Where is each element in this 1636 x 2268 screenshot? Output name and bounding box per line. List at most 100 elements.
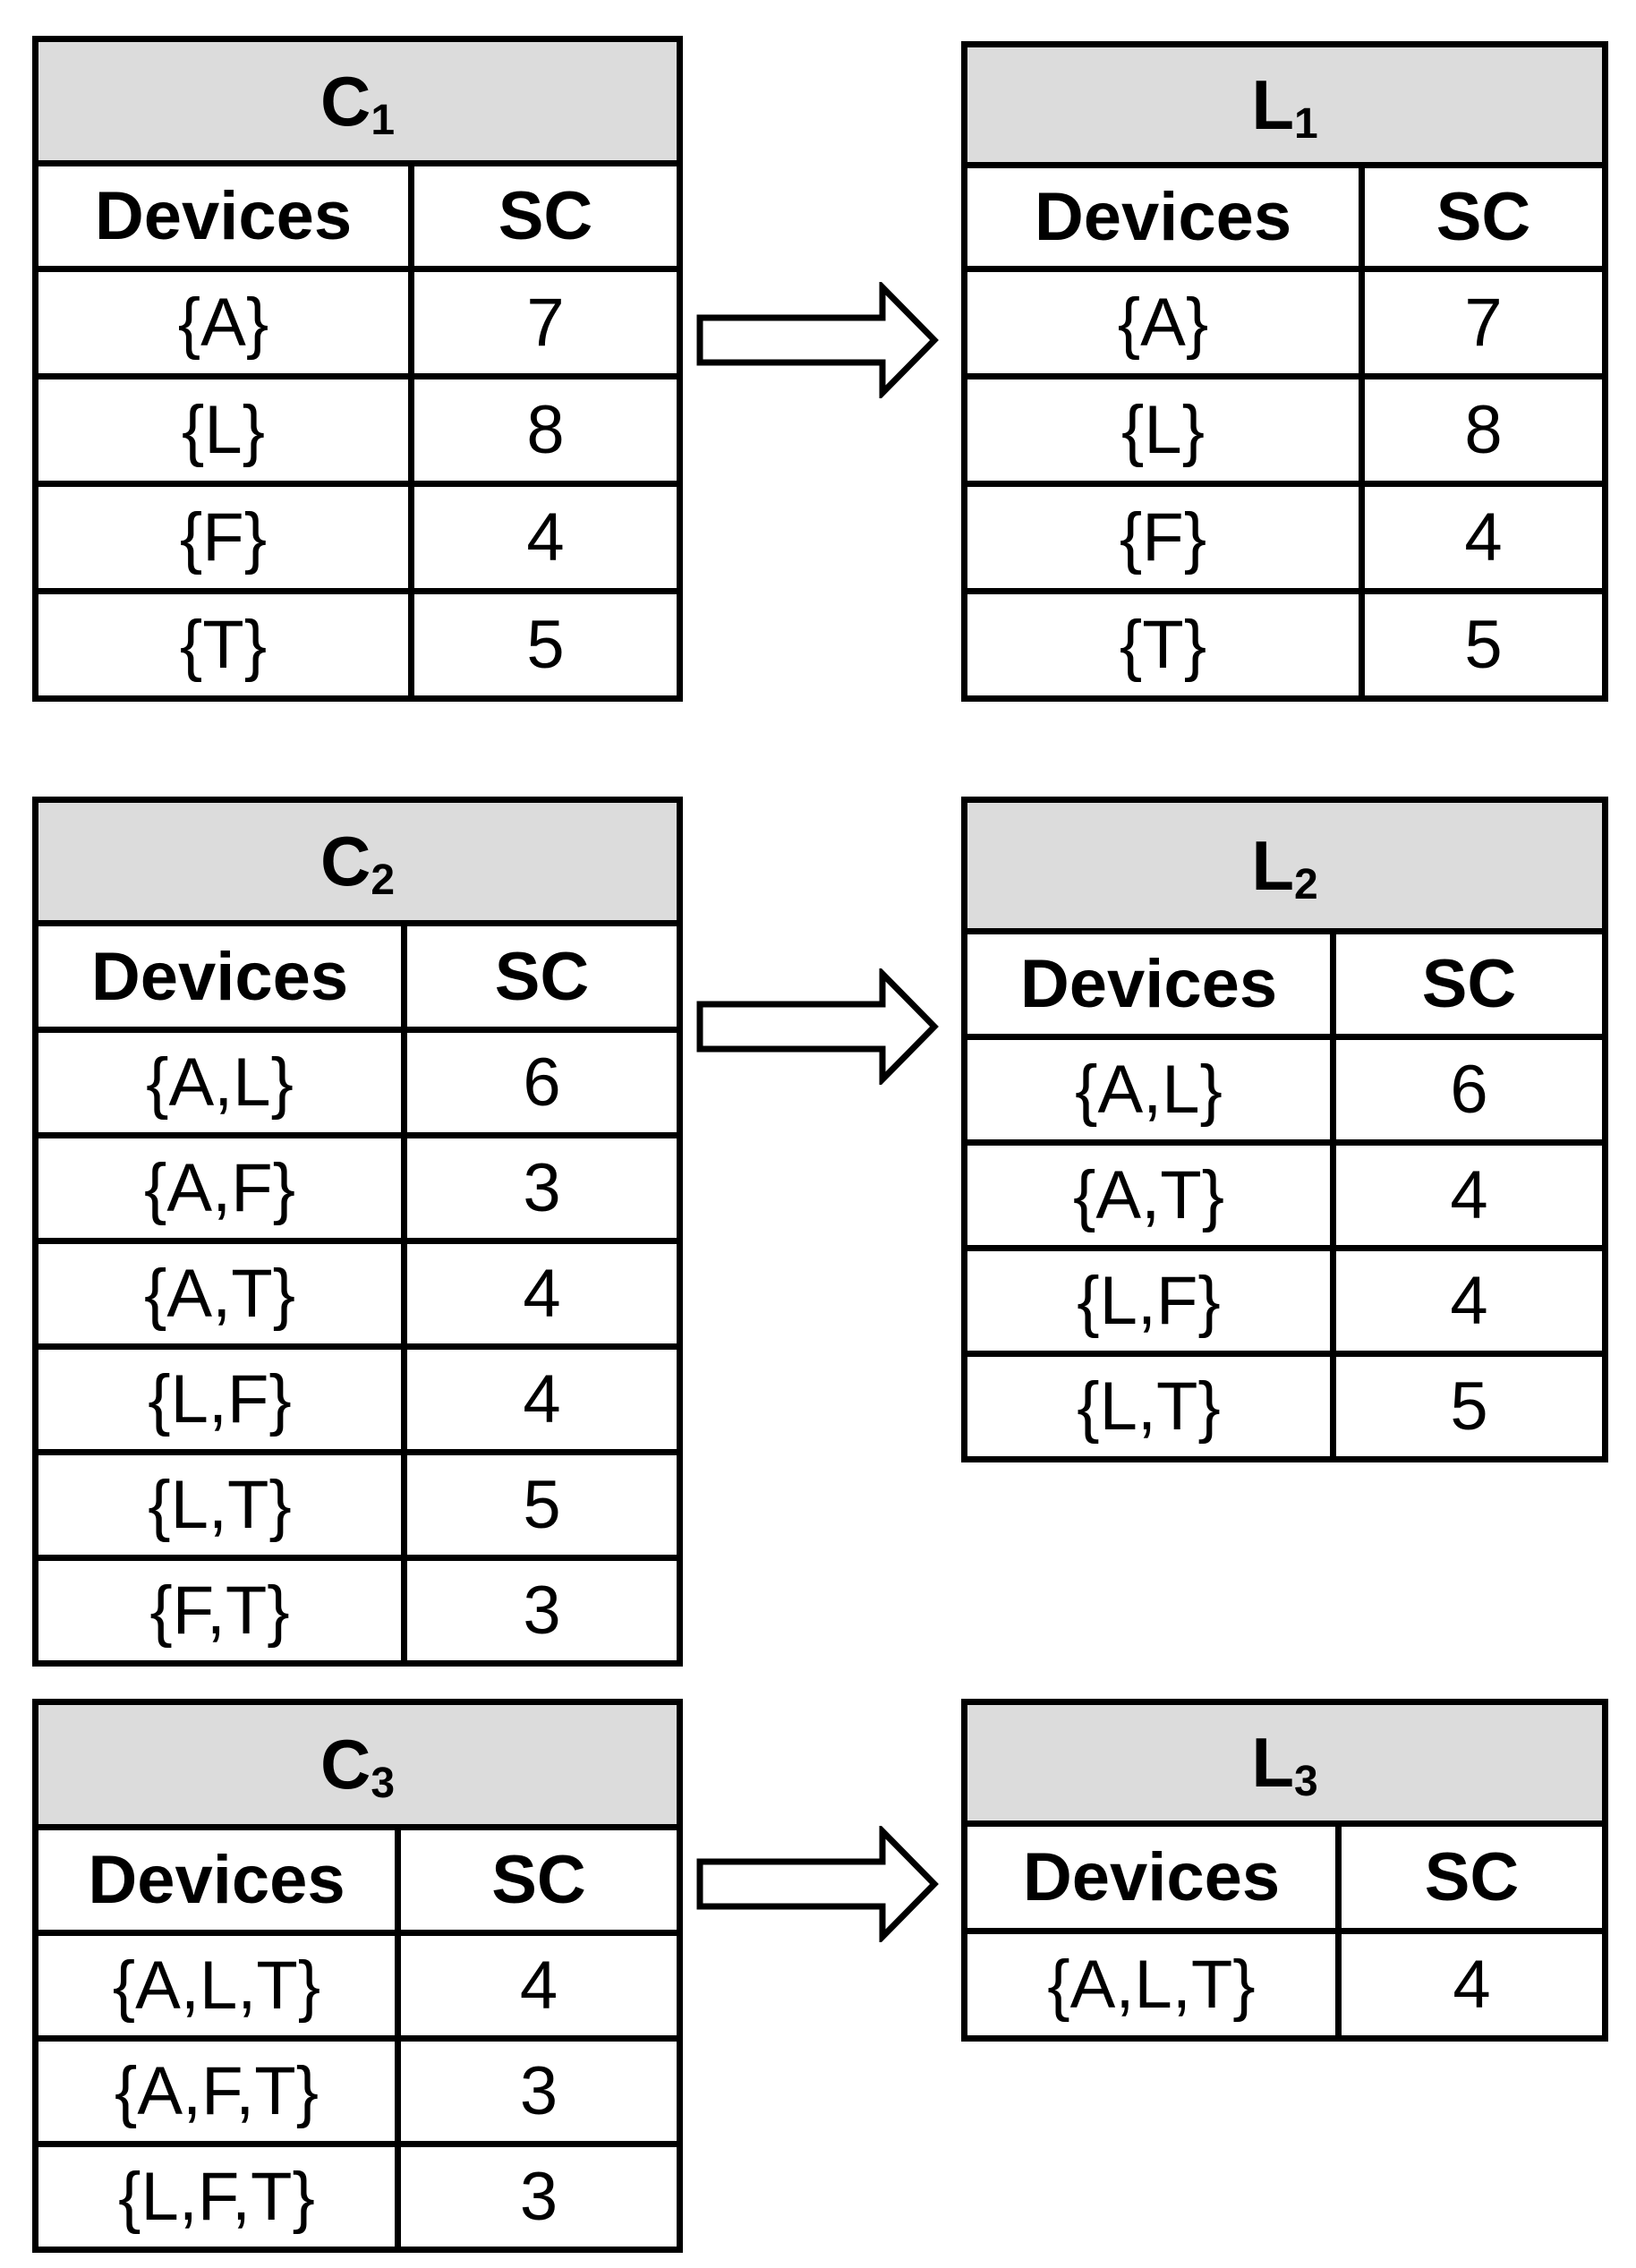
table-title: L3 [960, 1699, 1609, 1827]
table-row: {T} 5 [32, 588, 684, 702]
table-row: {L,F} 4 [961, 1245, 1609, 1357]
sc-cell: 3 [400, 1132, 684, 1244]
table-title: C1 [31, 36, 684, 166]
table-row: {L,T} 5 [961, 1351, 1609, 1462]
devices-cell: {A,T} [32, 1238, 407, 1350]
right-arrow-icon [696, 1826, 939, 1942]
column-header-sc: SC [407, 160, 684, 272]
title-index: 1 [371, 96, 396, 144]
sc-cell: 4 [1329, 1139, 1609, 1251]
candidate-table-c1: C1 Devices SC {A} 7 {L} 8 {F} 4 {T} 5 [31, 36, 684, 702]
sc-cell: 7 [1358, 266, 1609, 379]
devices-cell: {L,F} [32, 1343, 407, 1455]
devices-cell: {T} [961, 588, 1365, 702]
table-row: {A,F} 3 [32, 1132, 684, 1244]
table-row: {F} 4 [32, 481, 684, 594]
table-row: {L,T} 5 [32, 1449, 684, 1561]
column-header-devices: Devices [32, 1824, 401, 1936]
sc-cell: 4 [407, 481, 684, 594]
table-row: {A,L,T} 4 [32, 1930, 684, 2042]
devices-cell: {A,F} [32, 1132, 407, 1244]
large-itemset-table-l3: L3 Devices SC {A,L,T} 4 [960, 1699, 1609, 2042]
devices-cell: {F} [961, 481, 1365, 594]
title-letter: L [1251, 64, 1294, 144]
devices-cell: {L} [32, 373, 414, 487]
title-letter: C [320, 822, 371, 900]
sc-cell: 4 [400, 1343, 684, 1455]
sc-cell: 7 [407, 266, 684, 379]
title-index: 3 [371, 1760, 396, 1807]
sc-cell: 4 [1329, 1245, 1609, 1357]
sc-cell: 5 [1358, 588, 1609, 702]
column-header-sc: SC [400, 920, 684, 1033]
table-title: C3 [31, 1699, 684, 1830]
devices-cell: {A,L} [961, 1034, 1336, 1146]
sc-cell: 3 [394, 2141, 684, 2253]
title-letter: L [1251, 825, 1294, 905]
sc-cell: 8 [407, 373, 684, 487]
devices-cell: {L,F} [961, 1245, 1336, 1357]
column-header-devices: Devices [32, 160, 414, 272]
title-index: 3 [1293, 1758, 1318, 1805]
devices-cell: {L,T} [32, 1449, 407, 1561]
table-row: {A,L} 6 [32, 1027, 684, 1138]
title-index: 2 [371, 857, 396, 904]
table-title: L1 [960, 41, 1609, 168]
table-row: {A} 7 [961, 266, 1609, 379]
column-header-sc: SC [1334, 1820, 1609, 1934]
table-row: {L} 8 [961, 373, 1609, 487]
sc-cell: 8 [1358, 373, 1609, 487]
devices-cell: {A,L,T} [32, 1930, 401, 2042]
sc-cell: 5 [407, 588, 684, 702]
table-row: {A,T} 4 [961, 1139, 1609, 1251]
sc-cell: 5 [400, 1449, 684, 1561]
devices-cell: {L} [961, 373, 1365, 487]
candidate-table-c3: C3 Devices SC {A,L,T} 4 {A,F,T} 3 {L,F,T… [31, 1699, 684, 2253]
devices-cell: {A,F,T} [32, 2035, 401, 2147]
column-header-devices: Devices [961, 162, 1365, 272]
column-header-sc: SC [1329, 928, 1609, 1040]
devices-cell: {L,T} [961, 1351, 1336, 1462]
column-header-devices: Devices [32, 920, 407, 1033]
table-row: {L} 8 [32, 373, 684, 487]
large-itemset-table-l1: L1 Devices SC {A} 7 {L} 8 {F} 4 {T} 5 [960, 41, 1609, 702]
table-title: L2 [960, 797, 1609, 934]
sc-cell: 4 [1358, 481, 1609, 594]
right-arrow-icon [696, 968, 939, 1085]
sc-cell: 3 [400, 1555, 684, 1667]
sc-cell: 6 [1329, 1034, 1609, 1146]
column-header-devices: Devices [961, 928, 1336, 1040]
sc-cell: 4 [400, 1238, 684, 1350]
table-row: {L,F} 4 [32, 1343, 684, 1455]
devices-cell: {F,T} [32, 1555, 407, 1667]
sc-cell: 3 [394, 2035, 684, 2147]
devices-cell: {F} [32, 481, 414, 594]
devices-cell: {A} [961, 266, 1365, 379]
column-header-sc: SC [394, 1824, 684, 1936]
sc-cell: 6 [400, 1027, 684, 1138]
devices-cell: {A} [32, 266, 414, 379]
sc-cell: 5 [1329, 1351, 1609, 1462]
table-row: {L,F,T} 3 [32, 2141, 684, 2253]
right-arrow-icon [696, 282, 939, 398]
table-title: C2 [31, 797, 684, 926]
title-index: 1 [1293, 99, 1318, 148]
candidate-table-c2: C2 Devices SC {A,L} 6 {A,F} 3 {A,T} 4 {L… [31, 797, 684, 1667]
table-row: {A} 7 [32, 266, 684, 379]
table-row: {A,T} 4 [32, 1238, 684, 1350]
devices-cell: {T} [32, 588, 414, 702]
large-itemset-table-l2: L2 Devices SC {A,L} 6 {A,T} 4 {L,F} 4 {L… [960, 797, 1609, 1462]
devices-cell: {A,L,T} [961, 1928, 1342, 2042]
devices-cell: {L,F,T} [32, 2141, 401, 2253]
table-row: {T} 5 [961, 588, 1609, 702]
title-letter: C [320, 61, 371, 141]
column-header-devices: Devices [961, 1820, 1342, 1934]
sc-cell: 4 [1334, 1928, 1609, 2042]
title-letter: L [1251, 1723, 1294, 1802]
table-row: {A,L,T} 4 [961, 1928, 1609, 2042]
sc-cell: 4 [394, 1930, 684, 2042]
table-row: {F,T} 3 [32, 1555, 684, 1667]
column-header-sc: SC [1358, 162, 1609, 272]
table-row: {F} 4 [961, 481, 1609, 594]
table-row: {A,L} 6 [961, 1034, 1609, 1146]
